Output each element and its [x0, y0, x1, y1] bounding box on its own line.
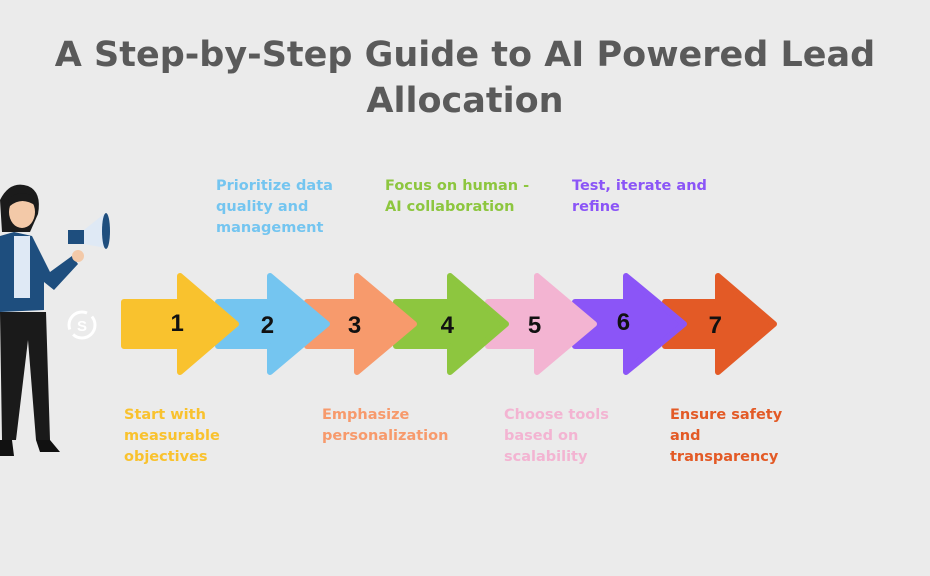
megaphone-icon	[68, 213, 110, 249]
step-label-7: Ensure safety and transparency	[670, 407, 783, 465]
step-label-1: Start with measurable objectives	[124, 407, 220, 465]
step-number: 3	[348, 312, 361, 339]
step-arrow-7: 7	[662, 273, 777, 375]
step-arrow-5: 5	[485, 273, 597, 375]
step-number: 5	[528, 312, 541, 339]
arrow-shape	[304, 273, 417, 375]
step-number: 1	[171, 310, 184, 337]
step-arrow-2: 2	[215, 273, 330, 375]
page-title: A Step-by-Step Guide to AI Powered Lead …	[54, 35, 876, 121]
step-label-5: Choose tools based on scalability	[504, 407, 609, 465]
arrow-shape	[662, 273, 777, 375]
arrow-shape	[572, 273, 687, 375]
arrow-shape	[121, 273, 239, 375]
arrow-shape	[215, 273, 330, 375]
step-arrow-1: 1	[121, 273, 239, 375]
arrow-shape	[485, 273, 597, 375]
step-number: 2	[261, 312, 274, 339]
step-number: 7	[709, 312, 722, 339]
woman-with-megaphone-illustration	[0, 184, 110, 456]
step-label-6: Test, iterate and refine	[572, 178, 707, 215]
step-number: 6	[617, 309, 630, 336]
step-arrow-6: 6	[572, 273, 687, 375]
step-arrow-4: 4	[393, 273, 509, 375]
svg-text:S: S	[77, 318, 87, 335]
step-label-4: Focus on human - AI collaboration	[385, 178, 530, 215]
step-label-2: Prioritize data quality and management	[216, 178, 333, 236]
step-arrow-3: 3	[304, 273, 417, 375]
arrow-shape	[393, 273, 509, 375]
step-label-3: Emphasize personalization	[322, 407, 449, 444]
refresh-coin-icon: S	[67, 310, 97, 340]
step-number: 4	[441, 312, 455, 339]
